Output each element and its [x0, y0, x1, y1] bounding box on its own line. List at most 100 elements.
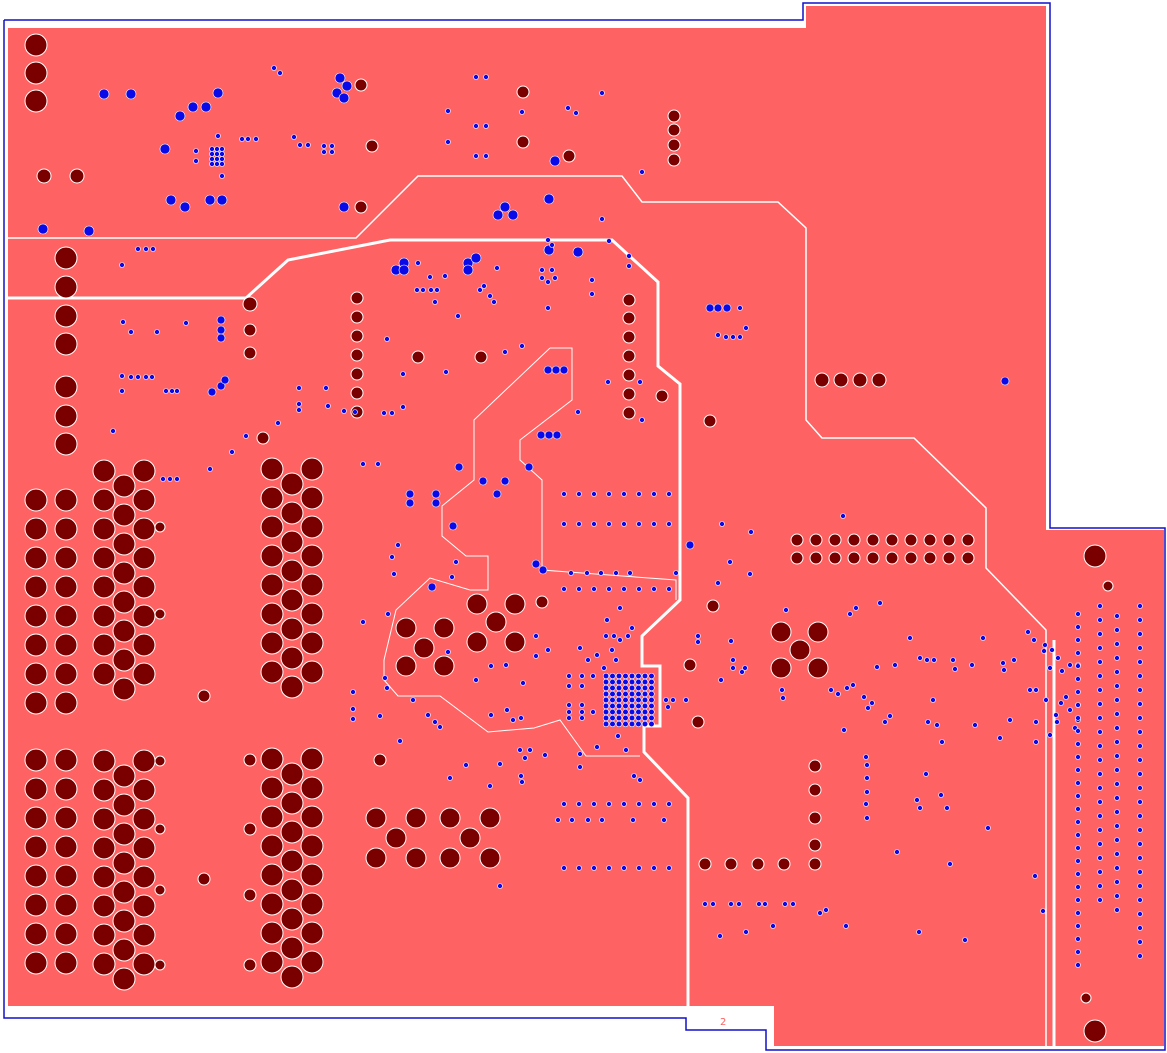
via [1137, 953, 1143, 959]
pad [260, 863, 284, 887]
via [405, 489, 415, 499]
pad [904, 533, 918, 547]
pad [54, 575, 78, 599]
via [1075, 663, 1081, 669]
via [823, 907, 829, 913]
via [323, 385, 329, 391]
pad [667, 138, 681, 152]
pad [24, 89, 48, 113]
via [219, 151, 225, 157]
via [1075, 871, 1081, 877]
pad [132, 604, 156, 628]
pad [260, 892, 284, 916]
via [212, 87, 224, 99]
pad [622, 349, 636, 363]
via [863, 754, 869, 760]
via [1033, 687, 1039, 693]
via [1075, 637, 1081, 643]
via [730, 334, 736, 340]
pad [54, 246, 78, 270]
via [1075, 715, 1081, 721]
via [1033, 739, 1039, 745]
via [397, 738, 403, 744]
pad [751, 857, 765, 871]
via [119, 262, 125, 268]
via [609, 696, 616, 704]
via [602, 690, 610, 698]
via [1075, 897, 1081, 903]
pad [350, 386, 364, 400]
via [83, 225, 95, 237]
pad [24, 864, 48, 888]
via [651, 491, 657, 497]
via [163, 388, 169, 394]
via [552, 275, 558, 281]
via [577, 751, 583, 757]
via [869, 700, 875, 706]
via [410, 697, 416, 703]
via [1137, 939, 1143, 945]
via [1075, 650, 1081, 656]
via [522, 755, 528, 761]
via [894, 849, 900, 855]
via [1075, 611, 1081, 617]
via [432, 719, 438, 725]
pad [260, 515, 284, 539]
via [627, 570, 633, 576]
pad [808, 759, 822, 773]
via [850, 682, 856, 688]
pad [92, 546, 116, 570]
pad [691, 715, 705, 729]
pad [260, 805, 284, 829]
via [715, 580, 721, 586]
via [572, 246, 584, 258]
via [1075, 702, 1081, 708]
pad [260, 921, 284, 945]
pad [132, 633, 156, 657]
pad [808, 838, 822, 852]
via [914, 797, 920, 803]
via [865, 705, 871, 711]
pad [132, 778, 156, 802]
pad [706, 599, 720, 613]
via [1054, 719, 1060, 725]
pad [923, 551, 937, 565]
via [538, 565, 548, 575]
via [219, 156, 225, 162]
via [551, 365, 561, 375]
pad [54, 517, 78, 541]
via [641, 720, 649, 728]
via [481, 283, 487, 289]
pad [92, 459, 116, 483]
via [636, 491, 642, 497]
pad [280, 820, 304, 844]
via [561, 491, 567, 497]
via [143, 246, 149, 252]
pad [280, 530, 304, 554]
via [924, 657, 930, 663]
via [483, 153, 489, 159]
pad [260, 776, 284, 800]
via [1114, 781, 1120, 787]
via [209, 151, 215, 157]
via [598, 570, 604, 576]
pad [280, 849, 304, 873]
via [980, 635, 986, 641]
pad [622, 311, 636, 325]
pad [808, 783, 822, 797]
pad [92, 952, 116, 976]
via [492, 209, 504, 221]
via [220, 375, 230, 385]
via [635, 684, 642, 692]
via [207, 466, 213, 472]
via [1114, 837, 1120, 843]
pad [300, 892, 324, 916]
via [841, 727, 847, 733]
via [427, 274, 433, 280]
via [382, 675, 388, 681]
via [37, 223, 49, 235]
pad [92, 894, 116, 918]
via [1137, 631, 1143, 637]
via [651, 586, 657, 592]
via [779, 687, 785, 693]
